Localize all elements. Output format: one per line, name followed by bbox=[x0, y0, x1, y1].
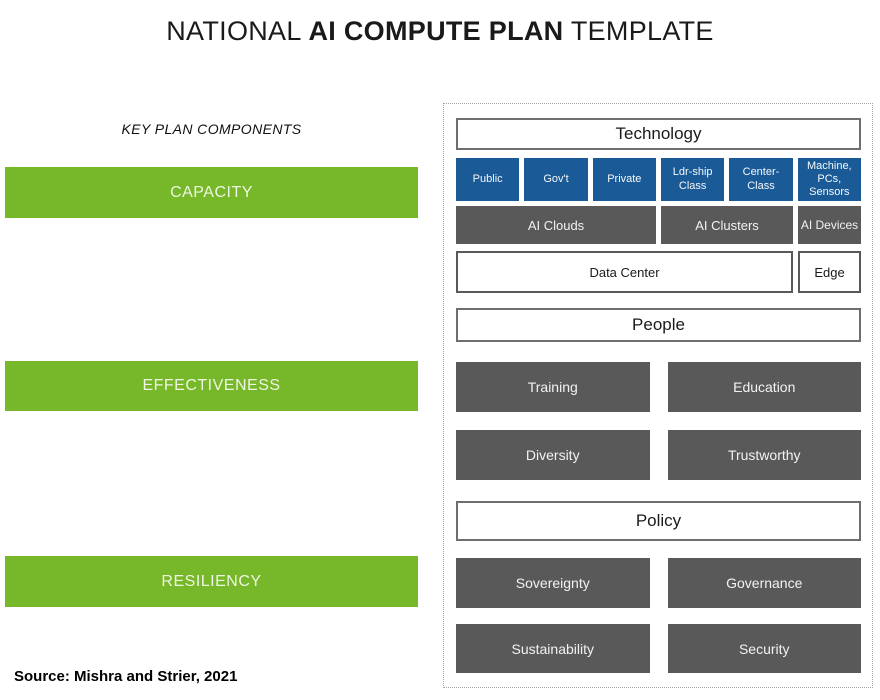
technology-platforms-row: AI Clouds AI Clusters AI Devices bbox=[456, 206, 861, 244]
capacity-bar-label: CAPACITY bbox=[170, 183, 253, 201]
people-header: People bbox=[456, 308, 861, 342]
page-title: NATIONAL AI COMPUTE PLAN TEMPLATE bbox=[0, 16, 880, 47]
title-pre: NATIONAL bbox=[166, 16, 309, 46]
infra-edge: Edge bbox=[798, 251, 861, 293]
people-header-row: People bbox=[456, 308, 861, 342]
title-post: TEMPLATE bbox=[563, 16, 714, 46]
people-row-1: Training Education bbox=[456, 362, 861, 412]
effectiveness-bar-label: EFFECTIVENESS bbox=[142, 377, 281, 394]
platform-ai-clusters: AI Clusters bbox=[661, 206, 793, 244]
technology-infrastructure-row: Data Center Edge bbox=[456, 251, 861, 293]
source-citation: Source: Mishra and Strier, 2021 bbox=[14, 668, 238, 685]
title-emphasis: AI COMPUTE PLAN bbox=[308, 16, 564, 46]
capacity-bar: CAPACITY bbox=[5, 167, 418, 218]
policy-governance: Governance bbox=[667, 558, 861, 608]
segment-govt: Gov't bbox=[524, 158, 588, 201]
policy-row-1: Sovereignty Governance bbox=[456, 558, 861, 608]
people-diversity: Diversity bbox=[456, 430, 650, 480]
people-row-2: Diversity Trustworthy bbox=[456, 430, 861, 480]
segment-public: Public bbox=[456, 158, 520, 201]
segment-ldr-ship-class: Ldr-ship Class bbox=[660, 158, 725, 201]
policy-header-row: Policy bbox=[456, 501, 861, 541]
infra-data-center: Data Center bbox=[456, 251, 793, 293]
segment-private: Private bbox=[592, 158, 656, 201]
effectiveness-bar: EFFECTIVENESS bbox=[5, 361, 418, 411]
resiliency-bar-label: RESILIENCY bbox=[161, 572, 262, 590]
plan-panel: Technology Public Gov't Private Ldr-ship… bbox=[443, 103, 873, 688]
policy-sovereignty: Sovereignty bbox=[456, 558, 650, 608]
policy-row-2: Sustainability Security bbox=[456, 624, 861, 673]
people-training: Training bbox=[456, 362, 650, 412]
people-education: Education bbox=[667, 362, 861, 412]
people-trustworthy: Trustworthy bbox=[667, 430, 861, 480]
policy-sustainability: Sustainability bbox=[456, 624, 650, 673]
technology-segments-row: Public Gov't Private Ldr-ship Class Cent… bbox=[456, 158, 861, 201]
resiliency-bar: RESILIENCY bbox=[5, 556, 418, 607]
technology-header: Technology bbox=[456, 118, 861, 150]
segment-center-class: Center-Class bbox=[729, 158, 793, 201]
policy-security: Security bbox=[667, 624, 861, 673]
policy-header: Policy bbox=[456, 501, 861, 541]
technology-header-row: Technology bbox=[456, 118, 861, 150]
segment-machine-pcs-sensors: Machine, PCs, Sensors bbox=[797, 158, 861, 201]
key-plan-components-heading: KEY PLAN COMPONENTS bbox=[121, 121, 302, 137]
platform-ai-devices: AI Devices bbox=[798, 206, 861, 244]
platform-ai-clouds: AI Clouds bbox=[456, 206, 656, 244]
